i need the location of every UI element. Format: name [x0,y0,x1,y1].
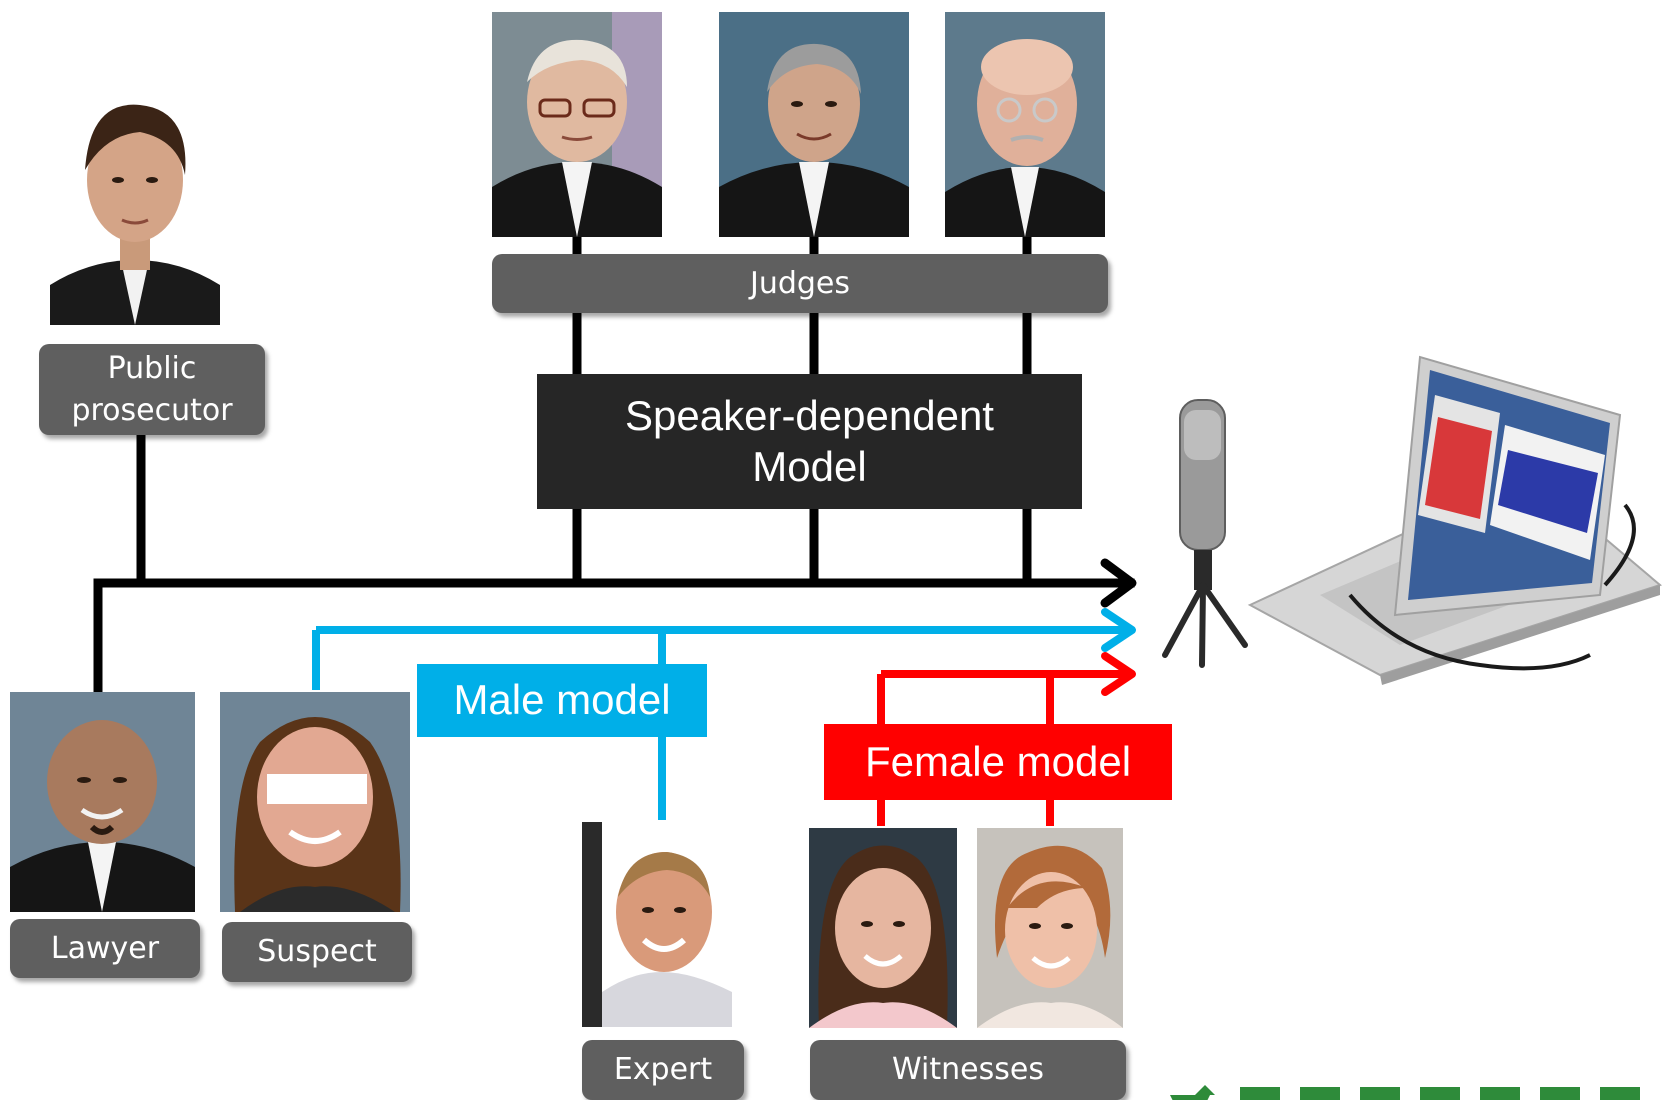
speaker-dependent-model-box: Speaker-dependent Model [537,374,1082,509]
judge-photo-1 [492,12,662,237]
laptop-microphone-icon [1150,355,1670,700]
red-arrowhead [1101,652,1136,696]
female-model-box: Female model [824,724,1172,800]
judges-text: Judges [749,265,851,301]
public-prosecutor-photo [50,70,220,325]
male-model-box: Male model [417,664,707,737]
witnesses-label: Witnesses [810,1040,1126,1100]
female-model-text: Female model [864,737,1132,785]
person-icon [719,12,909,237]
lawyer-text: Lawyer [50,930,160,966]
expert-photo [582,822,742,1027]
judges-label: Judges [492,254,1108,313]
lawyer-label: Lawyer [10,919,200,978]
judge-photo-3 [945,12,1105,237]
person-icon [945,12,1105,237]
person-icon [10,692,195,912]
witness-photo-1 [809,828,957,1028]
censor-bar [267,774,367,804]
person-icon [492,12,662,237]
expert-label: Expert [582,1040,744,1100]
person-icon [977,828,1123,1028]
suspect-label: Suspect [222,922,412,982]
witnesses-text: Witnesses [892,1052,1044,1087]
male-model-text: Male model [453,676,671,724]
person-icon [582,822,742,1027]
judge-photo-2 [719,12,909,237]
public-prosecutor-text: Public prosecutor [71,350,233,428]
expert-text: Expert [613,1052,713,1087]
public-prosecutor-label: Public prosecutor [39,344,265,435]
logo-icon [1160,1075,1678,1100]
blue-arrowhead [1101,608,1136,652]
suspect-photo [220,692,410,912]
lawyer-photo [10,692,195,912]
speaker-dependent-model-text: Speaker-dependent Model [625,392,994,490]
black-arrowhead [1100,558,1137,608]
person-icon [809,828,957,1028]
person-icon [50,70,220,325]
suspect-text: Suspect [257,934,377,969]
witness-photo-2 [977,828,1123,1028]
person-icon [220,692,410,912]
